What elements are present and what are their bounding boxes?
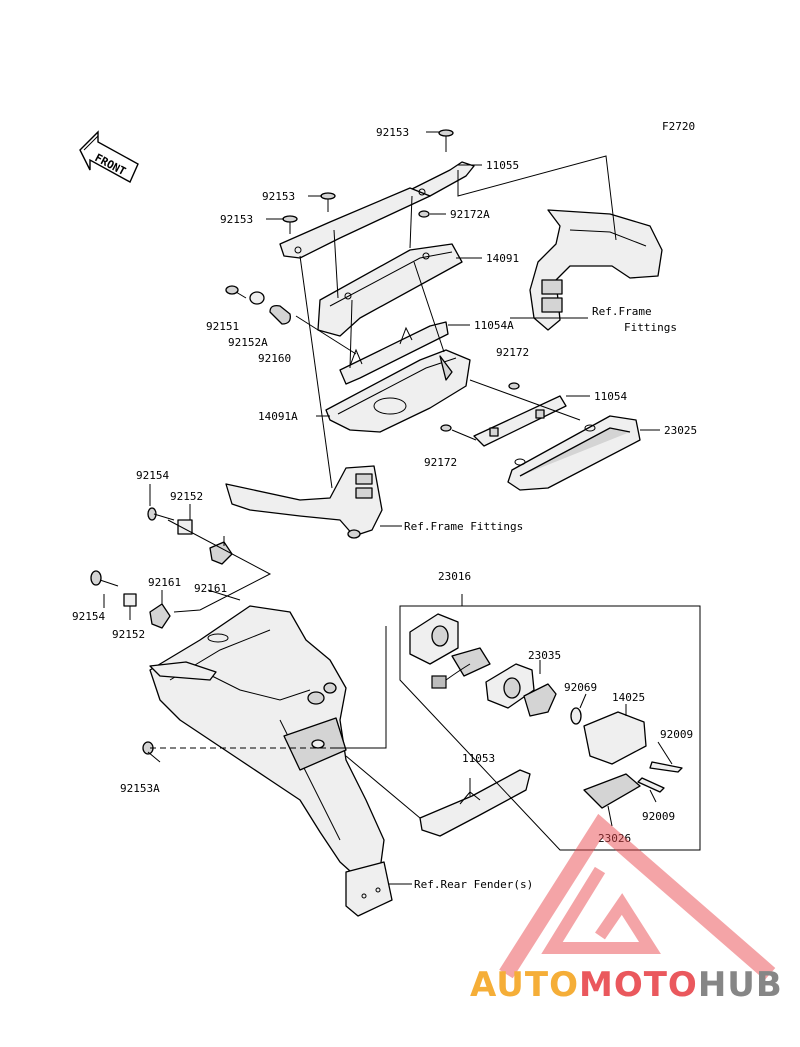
label-23035: 23035 bbox=[528, 649, 561, 662]
figure-code: F2720 bbox=[662, 120, 695, 133]
label-92161-a: 92161 bbox=[148, 576, 181, 589]
label-23025: 23025 bbox=[664, 424, 697, 437]
label-92009-a: 92009 bbox=[660, 728, 693, 741]
label-ref-frame-top-2: Fittings bbox=[624, 321, 677, 334]
watermark-hub: HUB bbox=[698, 965, 783, 1005]
front-arrow-icon: FRONT bbox=[79, 130, 139, 183]
label-ref-rear-fender: Ref.Rear Fender(s) bbox=[414, 878, 533, 891]
bolt-92153-left bbox=[282, 215, 298, 234]
label-92172-a: 92172 bbox=[496, 346, 529, 359]
grommet-92161-b bbox=[149, 603, 171, 629]
label-92152-b: 92152 bbox=[112, 628, 145, 641]
bolt-92153-top bbox=[438, 129, 454, 152]
label-ref-frame-mid: Ref.Frame Fittings bbox=[404, 520, 523, 533]
label-92172-b: 92172 bbox=[424, 456, 457, 469]
collar-92152-b bbox=[123, 593, 137, 607]
bolt-92154-b bbox=[90, 570, 119, 587]
plate-mount bbox=[283, 717, 347, 771]
label-92154-b: 92154 bbox=[72, 610, 105, 623]
label-23026: 23026 bbox=[598, 832, 631, 845]
upper-bracket-11055 bbox=[279, 161, 475, 259]
label-14025: 14025 bbox=[612, 691, 645, 704]
label-14091A: 14091A bbox=[258, 410, 298, 423]
label-92160: 92160 bbox=[258, 352, 291, 365]
frame-fittings-mid bbox=[225, 465, 383, 539]
label-ref-frame-top-1: Ref.Frame bbox=[592, 305, 652, 318]
label-92153-left: 92153 bbox=[220, 213, 253, 226]
tail-lamp-23025 bbox=[507, 415, 641, 491]
label-92151: 92151 bbox=[206, 320, 239, 333]
label-11054A: 11054A bbox=[474, 319, 514, 332]
label-23016: 23016 bbox=[438, 570, 471, 583]
screw-92172A bbox=[418, 210, 430, 218]
label-11053: 11053 bbox=[462, 752, 495, 765]
watermark-logo: AUTOMOTOHUB bbox=[470, 813, 783, 1005]
label-14091: 14091 bbox=[486, 252, 519, 265]
bolt-92153-mid bbox=[320, 192, 336, 212]
watermark-auto: AUTO bbox=[470, 965, 579, 1005]
bracket-11054 bbox=[473, 395, 567, 447]
screw-92172-b bbox=[440, 424, 452, 432]
bolt-92151 bbox=[225, 285, 247, 299]
label-11055: 11055 bbox=[486, 159, 519, 172]
grommet-92161-a bbox=[209, 541, 233, 565]
bolt-92154-a bbox=[147, 507, 175, 521]
frame-fittings-top bbox=[529, 209, 663, 331]
rear-fender bbox=[149, 605, 393, 917]
leader-lines bbox=[103, 131, 673, 885]
part-labels: 92153 11055 92153 92153 92172A 14091 921… bbox=[72, 126, 697, 891]
svg-text:AUTOMOTOHUB: AUTOMOTOHUB bbox=[470, 965, 783, 1005]
label-92154-a: 92154 bbox=[136, 469, 169, 482]
label-92152A: 92152A bbox=[228, 336, 268, 349]
collar-92152A bbox=[249, 291, 265, 305]
label-11054: 11054 bbox=[594, 390, 627, 403]
watermark-moto: MOTO bbox=[579, 965, 698, 1005]
label-92153A: 92153A bbox=[120, 782, 160, 795]
label-92153-mid: 92153 bbox=[262, 190, 295, 203]
label-92172A: 92172A bbox=[450, 208, 490, 221]
cover-14091 bbox=[317, 243, 463, 337]
bracket-11054A bbox=[339, 321, 449, 385]
label-92161-b: 92161 bbox=[194, 582, 227, 595]
label-92152-a: 92152 bbox=[170, 490, 203, 503]
screw-92172-a bbox=[508, 382, 520, 390]
license-lamp-group bbox=[399, 605, 701, 851]
housing-14091A bbox=[325, 349, 471, 433]
grommet-92160 bbox=[269, 304, 291, 325]
label-92009-b: 92009 bbox=[642, 810, 675, 823]
label-92069: 92069 bbox=[564, 681, 597, 694]
bracket-11053 bbox=[419, 769, 531, 837]
label-92153-top: 92153 bbox=[376, 126, 409, 139]
